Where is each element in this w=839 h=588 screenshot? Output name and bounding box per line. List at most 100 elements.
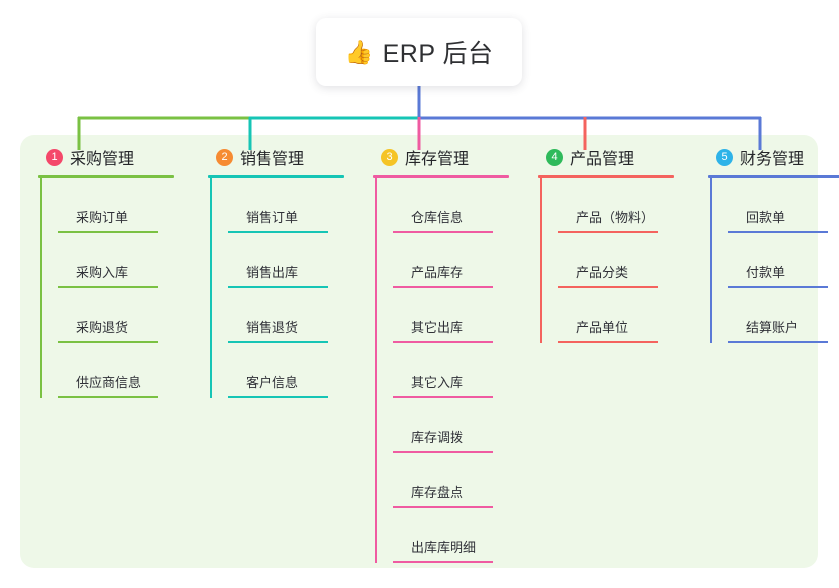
- leaf-item-label: 供应商信息: [76, 375, 142, 390]
- leaf-item-rule: [728, 286, 828, 288]
- leaf-item-label: 其它入库: [411, 375, 464, 390]
- leaf-item-label: 销售出库: [246, 265, 299, 280]
- leaf-item[interactable]: 出库库明细: [381, 508, 513, 563]
- leaf-item-label: 出库库明细: [411, 540, 477, 555]
- leaf-list-2: 销售订单销售出库销售退货客户信息: [198, 178, 348, 398]
- branch-column-5[interactable]: 5 财务管理回款单付款单结算账户: [698, 146, 839, 343]
- leaf-item[interactable]: 采购退货: [46, 288, 178, 343]
- leaf-item[interactable]: 客户信息: [216, 343, 348, 398]
- leaf-item[interactable]: 产品分类: [546, 233, 678, 288]
- branch-spine-2: [210, 178, 212, 398]
- leaf-item-label: 产品（物料）: [576, 210, 655, 225]
- leaf-item-rule: [228, 286, 328, 288]
- leaf-list-5: 回款单付款单结算账户: [698, 178, 839, 343]
- leaf-item-rule: [393, 506, 493, 508]
- branch-badge-2: 2: [216, 148, 233, 166]
- leaf-item[interactable]: 采购订单: [46, 178, 178, 233]
- leaf-item-rule: [728, 341, 828, 343]
- leaf-item[interactable]: 库存盘点: [381, 453, 513, 508]
- branch-header-4[interactable]: 4 产品管理: [528, 146, 678, 168]
- leaf-item[interactable]: 产品库存: [381, 233, 513, 288]
- root-title-text: ERP 后台: [382, 40, 494, 68]
- branch-header-rule-2: [208, 175, 344, 178]
- leaf-item-label: 销售订单: [246, 210, 299, 225]
- leaf-item-label: 采购订单: [76, 210, 129, 225]
- leaf-item-label: 销售退货: [246, 320, 299, 335]
- branch-spine-3: [375, 178, 377, 563]
- leaf-item-rule: [58, 286, 158, 288]
- root-node-card[interactable]: 👍 ERP 后台: [316, 18, 522, 86]
- branch-header-5[interactable]: 5 财务管理: [698, 146, 839, 168]
- branch-title-5: 财务管理: [740, 151, 805, 168]
- branch-column-3[interactable]: 3 库存管理仓库信息产品库存其它出库其它入库库存调拨库存盘点出库库明细: [363, 146, 513, 563]
- leaf-item-label: 采购退货: [76, 320, 129, 335]
- leaf-item[interactable]: 其它入库: [381, 343, 513, 398]
- leaf-item-label: 其它出库: [411, 320, 464, 335]
- leaf-item[interactable]: 库存调拨: [381, 398, 513, 453]
- leaf-item-label: 库存调拨: [411, 430, 464, 445]
- leaf-item[interactable]: 销售退货: [216, 288, 348, 343]
- branch-badge-3: 3: [381, 148, 398, 166]
- leaf-item-rule: [558, 231, 658, 233]
- leaf-item-label: 产品分类: [576, 265, 629, 280]
- branch-title-1: 采购管理: [70, 151, 135, 168]
- branch-title-3: 库存管理: [405, 151, 470, 168]
- branch-spine-5: [710, 178, 712, 343]
- leaf-item-rule: [558, 286, 658, 288]
- leaf-item-rule: [228, 396, 328, 398]
- branch-badge-5: 5: [716, 148, 733, 166]
- leaf-item-label: 产品单位: [576, 320, 629, 335]
- leaf-item[interactable]: 产品（物料）: [546, 178, 678, 233]
- leaf-item-label: 仓库信息: [411, 210, 464, 225]
- leaf-item-rule: [728, 231, 828, 233]
- leaf-list-3: 仓库信息产品库存其它出库其它入库库存调拨库存盘点出库库明细: [363, 178, 513, 563]
- leaf-item-label: 采购入库: [76, 265, 129, 280]
- leaf-item-rule: [393, 286, 493, 288]
- leaf-item-rule: [393, 396, 493, 398]
- leaf-item[interactable]: 采购入库: [46, 233, 178, 288]
- branch-column-4[interactable]: 4 产品管理产品（物料） 产品分类产品单位: [528, 146, 678, 343]
- leaf-item[interactable]: 付款单: [716, 233, 839, 288]
- leaf-item[interactable]: 供应商信息: [46, 343, 178, 398]
- leaf-item[interactable]: 销售出库: [216, 233, 348, 288]
- branch-badge-1: 1: [46, 148, 63, 166]
- leaf-item[interactable]: 回款单: [716, 178, 839, 233]
- branch-title-4: 产品管理: [570, 151, 635, 168]
- diagram-panel: [20, 135, 818, 568]
- branch-header-rule-4: [538, 175, 674, 178]
- branch-column-2[interactable]: 2 销售管理销售订单销售出库销售退货客户信息: [198, 146, 348, 398]
- leaf-item-rule: [393, 341, 493, 343]
- leaf-list-4: 产品（物料） 产品分类产品单位: [528, 178, 678, 343]
- leaf-item-rule: [228, 341, 328, 343]
- leaf-item[interactable]: 结算账户: [716, 288, 839, 343]
- branch-header-rule-5: [708, 175, 839, 178]
- branch-badge-4: 4: [546, 148, 563, 166]
- leaf-item[interactable]: 仓库信息: [381, 178, 513, 233]
- root-node-title: 👍 ERP 后台: [344, 34, 493, 70]
- branch-spine-4: [540, 178, 542, 343]
- leaf-item-label: 产品库存: [411, 265, 464, 280]
- branch-header-rule-3: [373, 175, 509, 178]
- leaf-item[interactable]: 其它出库: [381, 288, 513, 343]
- leaf-item-rule: [58, 396, 158, 398]
- leaf-list-1: 采购订单采购入库采购退货供应商信息: [28, 178, 178, 398]
- leaf-item-rule: [393, 561, 493, 563]
- leaf-item-rule: [393, 231, 493, 233]
- branch-header-3[interactable]: 3 库存管理: [363, 146, 513, 168]
- leaf-item-rule: [58, 341, 158, 343]
- branch-header-1[interactable]: 1 采购管理: [28, 146, 178, 168]
- branch-spine-1: [40, 178, 42, 398]
- leaf-item[interactable]: 产品单位: [546, 288, 678, 343]
- branch-header-2[interactable]: 2 销售管理: [198, 146, 348, 168]
- leaf-item-label: 付款单: [746, 265, 786, 280]
- leaf-item-label: 结算账户: [746, 320, 799, 335]
- leaf-item-label: 库存盘点: [411, 485, 464, 500]
- leaf-item-rule: [558, 341, 658, 343]
- leaf-item-label: 回款单: [746, 210, 786, 225]
- branch-title-2: 销售管理: [240, 151, 305, 168]
- leaf-item-rule: [58, 231, 158, 233]
- leaf-item-rule: [393, 451, 493, 453]
- leaf-item[interactable]: 销售订单: [216, 178, 348, 233]
- branch-column-1[interactable]: 1 采购管理采购订单采购入库采购退货供应商信息: [28, 146, 178, 398]
